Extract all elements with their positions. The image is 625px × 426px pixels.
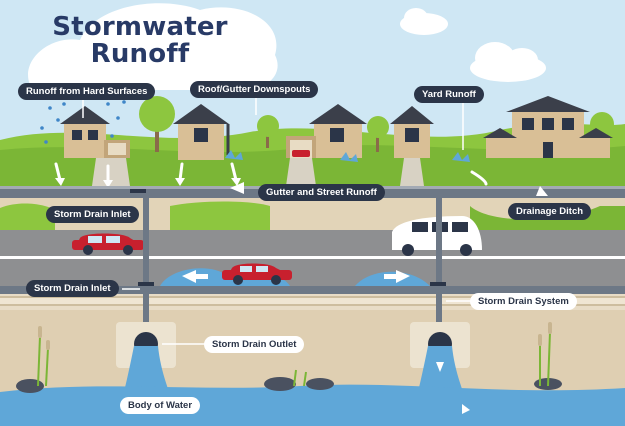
- label-storm-drain-system: Storm Drain System: [470, 293, 577, 310]
- flow-arrows: [54, 162, 488, 186]
- lane-line: [0, 256, 625, 259]
- cloud-large: [470, 42, 546, 82]
- title-cloud: [28, 3, 278, 91]
- house-icon: [390, 106, 434, 158]
- rain-drops-icon: [40, 100, 126, 144]
- label-drainage-ditch: Drainage Ditch: [508, 203, 592, 220]
- red-car-icon: [72, 233, 144, 255]
- house-icon: [60, 106, 130, 158]
- roadside-grass: [170, 201, 270, 230]
- house-icon: [286, 104, 367, 158]
- label-storm-drain-inlet-top: Storm Drain Inlet: [46, 206, 139, 223]
- tree-icon: [367, 116, 389, 152]
- driveway: [286, 158, 316, 186]
- tree-icon: [257, 115, 279, 148]
- house-icon: [173, 104, 230, 160]
- puddle-arrows: [182, 270, 410, 283]
- driveway: [400, 158, 424, 186]
- outflow-water: [122, 346, 172, 400]
- body-of-water: [0, 384, 625, 426]
- reeds-icon: [37, 331, 551, 387]
- driveway: [92, 158, 130, 186]
- label-storm-drain-inlet-bottom: Storm Drain Inlet: [26, 280, 119, 297]
- page-title: Stormwater Runoff: [52, 12, 228, 69]
- label-yard-runoff: Yard Runoff: [414, 86, 484, 103]
- house-icon: [483, 96, 613, 158]
- leader-lines: [82, 97, 472, 345]
- runoff-splash-icon: [225, 150, 470, 162]
- outflow-water: [416, 346, 466, 400]
- rocks-icon: [16, 377, 562, 393]
- cloud-small: [400, 8, 448, 35]
- label-roof-gutter-downspouts: Roof/Gutter Downspouts: [190, 81, 319, 98]
- tree-icon: [139, 96, 175, 152]
- parked-car-icon: [292, 150, 310, 157]
- label-runoff-hard-surfaces: Runoff from Hard Surfaces: [18, 83, 156, 100]
- label-gutter-street-runoff: Gutter and Street Runoff: [258, 184, 385, 201]
- inlet-pipe: [143, 192, 149, 332]
- red-car-icon: [222, 263, 292, 285]
- storm-drain-grate-icon: [130, 189, 446, 286]
- flow-arrowheads: [55, 178, 241, 188]
- inlet-pipe: [436, 198, 442, 332]
- label-storm-drain-outlet: Storm Drain Outlet: [204, 336, 305, 353]
- label-body-of-water: Body of Water: [120, 397, 201, 414]
- storm-drain-pipe: [0, 296, 625, 306]
